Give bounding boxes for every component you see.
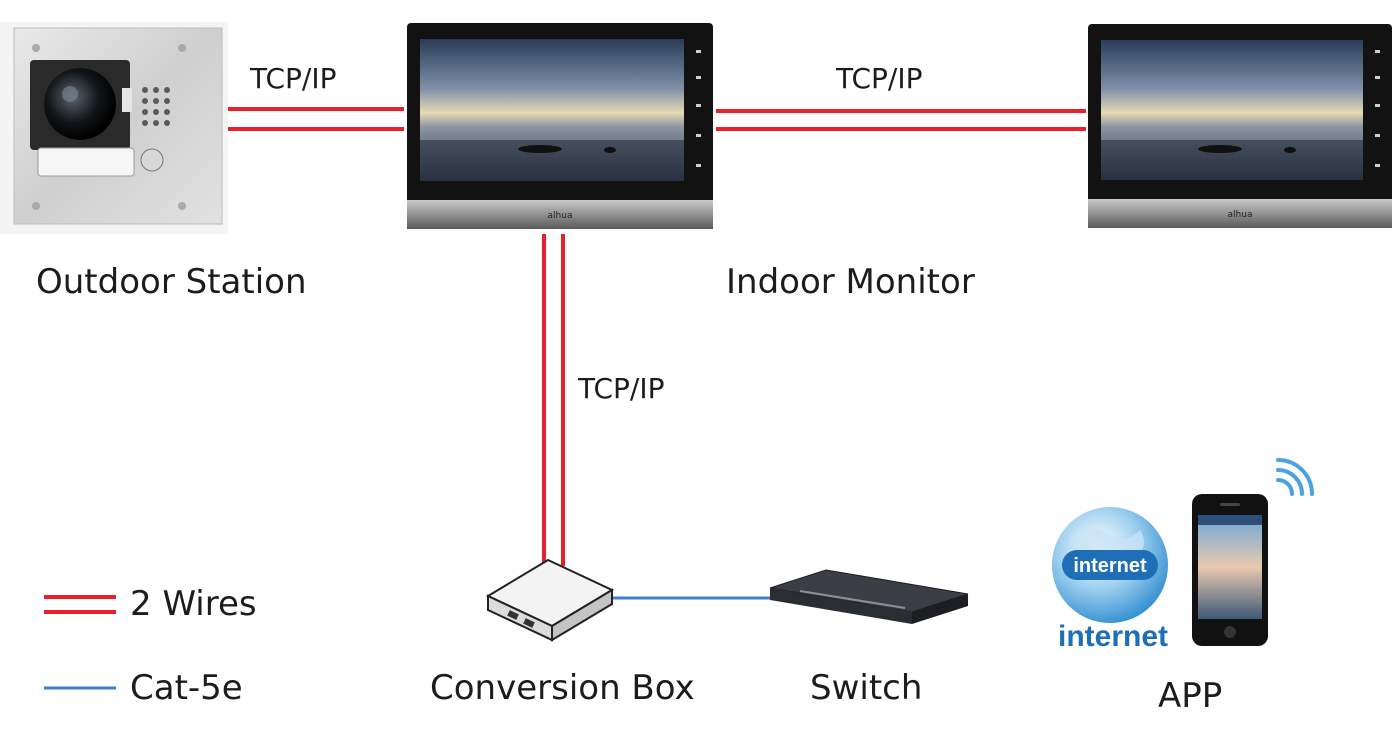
label-indoor-monitor: Indoor Monitor	[726, 262, 975, 302]
legend	[44, 595, 116, 690]
legend-swatch-2-wires	[44, 595, 116, 614]
monitor-2-side-buttons-icon	[1375, 50, 1380, 167]
conversion-box-device	[485, 558, 615, 642]
label-internet: internet	[1058, 620, 1169, 653]
outdoor-station-device	[0, 22, 228, 234]
label-conversion-box: Conversion Box	[430, 668, 695, 708]
internet-badge-text: internet	[1073, 555, 1147, 577]
monitor-2-brand: alhua	[1228, 210, 1253, 220]
legend-label-2-wires: 2 Wires	[130, 584, 257, 624]
indoor-monitor-1-device: alhua	[407, 23, 713, 229]
label-app: APP	[1158, 676, 1223, 716]
smartphone-icon	[1192, 494, 1268, 646]
monitor-side-buttons-icon	[696, 50, 701, 167]
label-link-outdoor-indoor: TCP/IP	[250, 62, 337, 95]
indoor-monitor-2-device: alhua	[1088, 24, 1392, 228]
label-link-indoor-box: TCP/IP	[578, 372, 665, 405]
internet-globe-icon: internet	[1052, 507, 1168, 623]
call-button-icon	[140, 148, 164, 172]
wifi-icon	[1276, 458, 1314, 496]
wire-indoor-to-box	[542, 234, 565, 566]
wire-indoor-to-indoor	[716, 109, 1086, 131]
label-outdoor-station: Outdoor Station	[36, 262, 307, 302]
legend-label-cat5e: Cat-5e	[130, 668, 243, 708]
wire-outdoor-to-indoor	[202, 107, 404, 131]
label-switch: Switch	[810, 668, 923, 708]
monitor-1-brand: alhua	[548, 211, 573, 221]
camera-lens-icon	[44, 68, 116, 140]
keypad-icon	[142, 87, 170, 126]
switch-device	[769, 569, 969, 624]
label-link-indoor-indoor: TCP/IP	[836, 62, 923, 95]
